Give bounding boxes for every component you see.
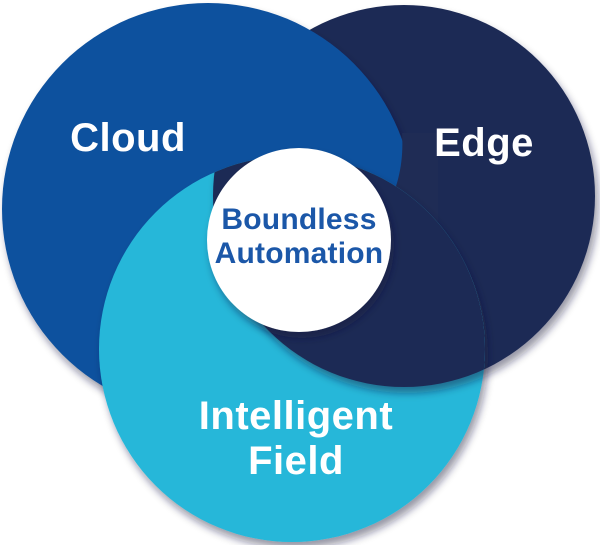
field-label-line1: Intelligent (199, 394, 393, 438)
cloud-label: Cloud (70, 116, 186, 160)
center-label-line2: Automation (215, 237, 384, 270)
field-label-line2: Field (248, 439, 344, 483)
edge-label: Edge (434, 121, 534, 165)
center-circle (207, 148, 391, 332)
center-label-line1: Boundless (221, 203, 376, 236)
